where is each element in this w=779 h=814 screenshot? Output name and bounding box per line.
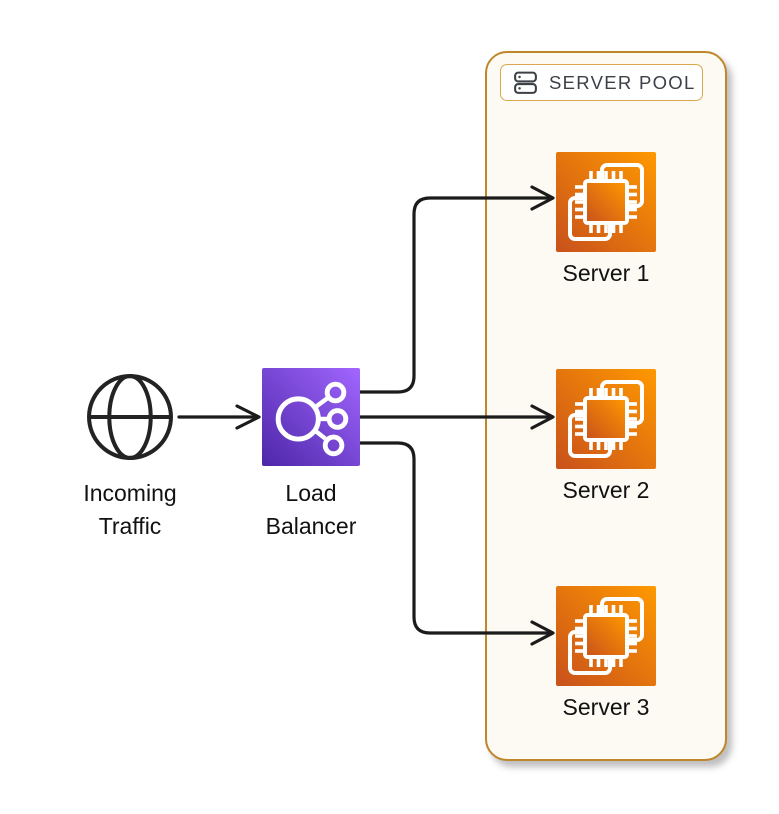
server-3-label: Server 3 [562,694,650,720]
edge-incoming-to-lb-arrowhead [235,404,261,430]
globe-icon [87,374,173,460]
server-pool-label: SERVER POOL [549,71,696,93]
server-1-label: Server 1 [562,260,650,286]
server-chip-icon [556,586,656,686]
incoming-traffic-label-line1: Incoming [83,480,177,506]
server-chip-icon [556,152,656,252]
server-3-node [556,586,656,686]
incoming-traffic-node [85,372,175,462]
load-balancer-label-line1: Load [285,480,337,506]
load-balancer-icon [262,368,360,466]
server-chip-icon [556,369,656,469]
server-2-label: Server 2 [562,477,650,503]
load-balancer-node [262,368,360,466]
incoming-traffic-label: Incoming Traffic [40,477,220,543]
server-1-node [556,152,656,252]
incoming-traffic-label-line2: Traffic [98,513,162,539]
load-balancer-label: Load Balancer [221,477,401,543]
server-2-node [556,369,656,469]
load-balancer-label-line2: Balancer [265,513,357,539]
server-pool-badge: SERVER POOL [500,64,703,101]
server-stack-icon [514,71,537,94]
